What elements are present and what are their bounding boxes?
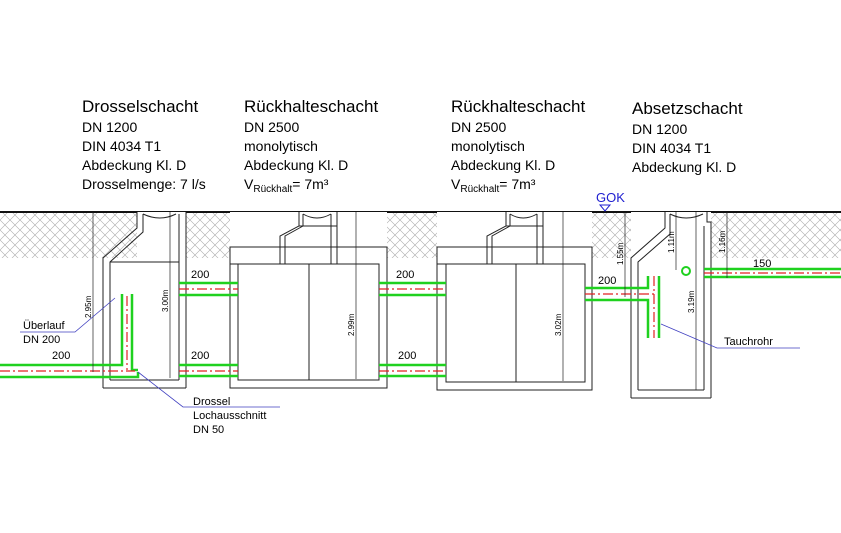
annotation-drossel: Drossel	[193, 396, 230, 408]
pipe-label-s1-upper: 200	[191, 269, 209, 281]
annotation-tauchrohr: Tauchrohr	[724, 336, 773, 348]
pipe-label-inlet: 200	[52, 350, 70, 362]
pipe-label-s2-lower: 200	[398, 350, 416, 362]
dim-3-02: 3.02m	[554, 313, 563, 336]
pipe-label-s3-s4: 200	[598, 275, 616, 287]
shaft-spec: Abdeckung Kl. D	[632, 159, 736, 175]
shaft-spec: DN 2500	[244, 119, 299, 135]
leader-tauchrohr	[660, 323, 800, 349]
shaft-volume: VRückhalt= 7m³	[244, 176, 329, 195]
shaft-drosselschacht	[102, 212, 187, 389]
annotation-lochausschnitt: Lochausschnitt	[193, 410, 266, 422]
heading-drosselschacht: Drosselschacht DN 1200 DIN 4034 T1 Abdec…	[82, 97, 206, 192]
shaft-spec: monolytisch	[451, 138, 525, 154]
pipe-label-s1-lower: 200	[191, 350, 209, 362]
shaft-spec: Abdeckung Kl. D	[244, 157, 348, 173]
shaft-spec: Abdeckung Kl. D	[82, 157, 186, 173]
annotation-ueberlauf: Überlauf	[23, 320, 66, 332]
gok-marker-icon	[598, 204, 612, 212]
shaft-rueckhalteschacht-2	[436, 212, 593, 391]
gok-label: GOK	[596, 190, 625, 205]
shaft-spec: monolytisch	[244, 138, 318, 154]
dim-1-11: 1.11m	[667, 231, 676, 253]
dim-1-16: 1.16m	[718, 230, 727, 253]
leader-drossel	[137, 371, 280, 408]
pipe-label-s2-upper: 200	[396, 269, 414, 281]
shaft-absetzschacht	[630, 212, 712, 399]
dim-3-00: 3.00m	[161, 289, 170, 312]
dim-2-99: 2.99m	[347, 313, 356, 336]
heading-absetzschacht: Absetzschacht DN 1200 DIN 4034 T1 Abdeck…	[632, 99, 743, 175]
leader-ueberlauf	[20, 297, 116, 333]
dimension-lines	[92, 212, 728, 390]
shaft-spec: DN 1200	[632, 121, 687, 137]
shaft-spec: DIN 4034 T1	[632, 140, 711, 156]
soil-hatch	[0, 212, 841, 258]
shaft-title: Rückhalteschacht	[451, 97, 585, 116]
vent-circle	[681, 266, 691, 276]
heading-rueckhalteschacht-1: Rückhalteschacht DN 2500 monolytisch Abd…	[244, 97, 378, 195]
shaft-volume: VRückhalt= 7m³	[451, 176, 536, 195]
shaft-title: Rückhalteschacht	[244, 97, 378, 116]
heading-rueckhalteschacht-2: Rückhalteschacht DN 2500 monolytisch Abd…	[451, 97, 585, 195]
shaft-title: Absetzschacht	[632, 99, 743, 118]
pipe-label-outlet: 150	[753, 258, 771, 270]
shaft-title: Drosselschacht	[82, 97, 198, 116]
shaft-spec: DIN 4034 T1	[82, 138, 161, 154]
shaft-spec: DN 1200	[82, 119, 137, 135]
shaft-spec: Drosselmenge: 7 l/s	[82, 176, 206, 192]
dim-2-95: 2.95m	[84, 295, 93, 318]
annotation-drossel-dn: DN 50	[193, 424, 224, 436]
shaft-rueckhalteschacht-1	[229, 212, 388, 389]
dim-1-55: 1.55m	[616, 242, 625, 265]
annotation-ueberlauf-dn: DN 200	[23, 334, 60, 346]
dim-3-19: 3.19m	[687, 290, 696, 313]
shaft-spec: DN 2500	[451, 119, 506, 135]
shaft-spec: Abdeckung Kl. D	[451, 157, 555, 173]
